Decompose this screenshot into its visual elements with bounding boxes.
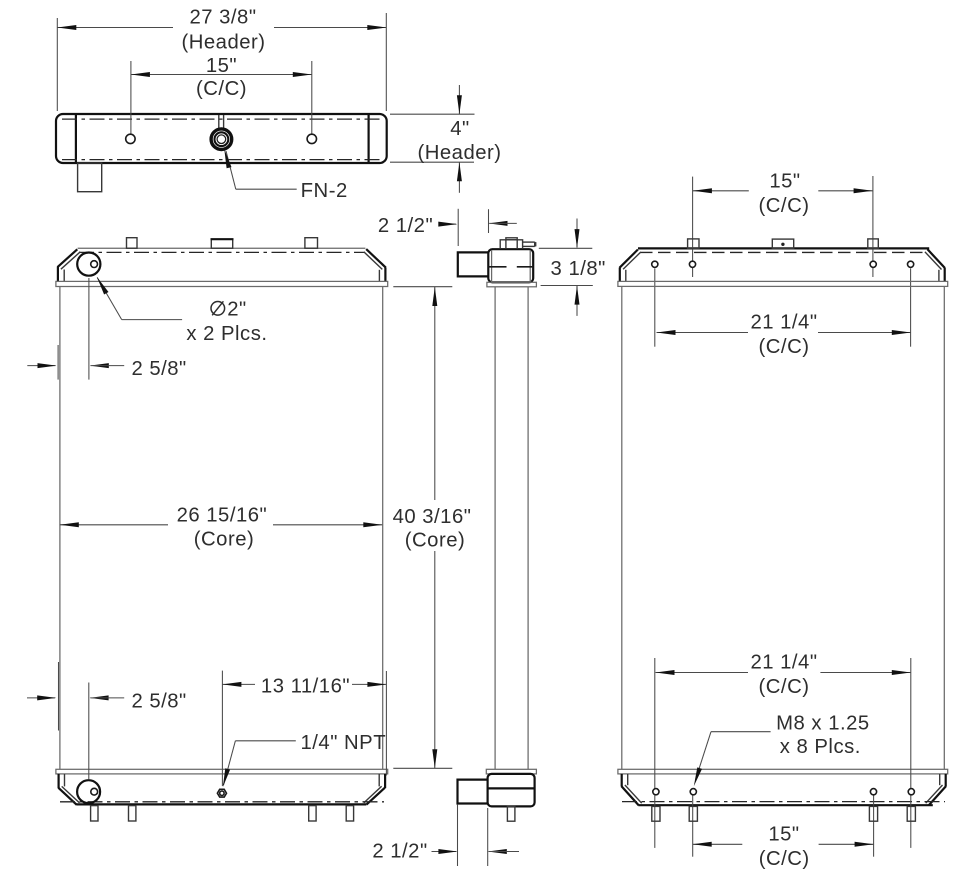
svg-text:(C/C): (C/C) [759, 676, 810, 698]
svg-text:(Core): (Core) [405, 529, 465, 551]
svg-text:2 5/8": 2 5/8" [131, 690, 186, 712]
svg-text:15": 15" [768, 824, 799, 846]
svg-text:(C/C): (C/C) [196, 78, 247, 100]
svg-text:13 11/16": 13 11/16" [261, 675, 350, 697]
svg-text:(Core): (Core) [194, 529, 254, 551]
svg-text:(C/C): (C/C) [759, 195, 810, 217]
svg-text:27 3/8": 27 3/8" [189, 7, 256, 29]
svg-text:FN-2: FN-2 [301, 180, 348, 202]
svg-text:(C/C): (C/C) [759, 848, 810, 870]
svg-text:40 3/16": 40 3/16" [393, 506, 472, 528]
svg-text:15": 15" [769, 171, 800, 193]
svg-text:x 2 Plcs.: x 2 Plcs. [186, 323, 267, 345]
svg-text:3 1/8": 3 1/8" [551, 258, 606, 280]
svg-text:2 5/8": 2 5/8" [131, 358, 186, 380]
svg-text:x 8 Plcs.: x 8 Plcs. [780, 736, 861, 758]
svg-text:M8 x 1.25: M8 x 1.25 [776, 713, 870, 735]
svg-text:26 15/16": 26 15/16" [177, 505, 268, 527]
svg-text:4": 4" [450, 118, 469, 140]
svg-text:2 1/2": 2 1/2" [372, 840, 427, 862]
svg-text:(C/C): (C/C) [759, 336, 810, 358]
svg-text:21 1/4": 21 1/4" [750, 311, 817, 333]
svg-text:1/4" NPT: 1/4" NPT [301, 732, 387, 754]
svg-text:2": 2" [227, 298, 246, 320]
svg-text:(Header): (Header) [181, 32, 265, 54]
svg-text:15": 15" [206, 55, 237, 77]
svg-text:2 1/2": 2 1/2" [378, 215, 433, 237]
svg-text:21 1/4": 21 1/4" [750, 652, 817, 674]
svg-text:(Header): (Header) [417, 142, 501, 164]
